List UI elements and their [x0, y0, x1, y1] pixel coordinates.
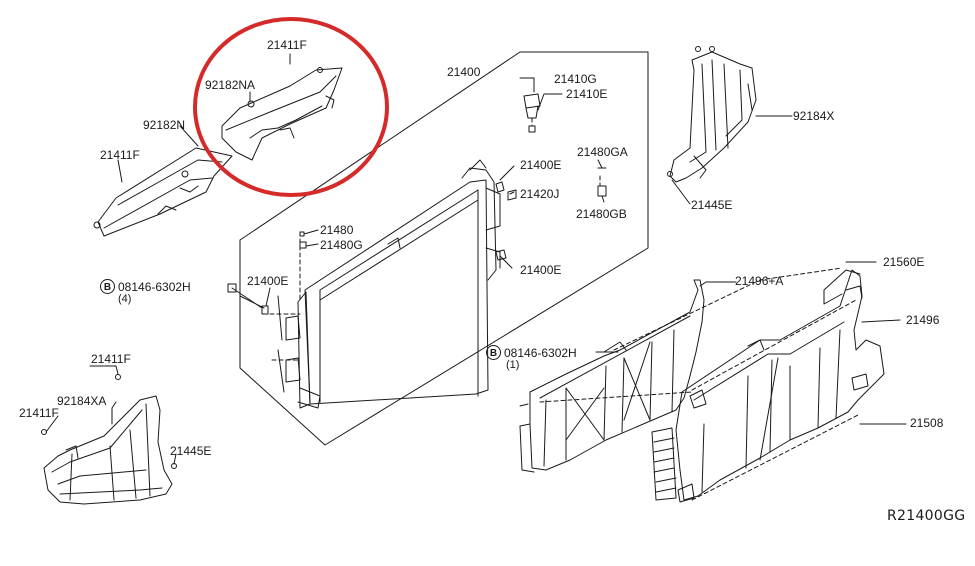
label-21400E-c: 21400E [247, 274, 289, 288]
label-21411F-low2: 21411F [19, 406, 59, 420]
label-21410G: 21410G [554, 72, 597, 86]
lower-air-guide-92184xa [41, 374, 177, 505]
upper-air-guide-92182na [221, 67, 343, 161]
label-21508: 21508 [910, 416, 944, 430]
label-21411F-top: 21411F [267, 38, 307, 52]
label-21480G: 21480G [320, 238, 363, 252]
label-21411F-low1: 21411F [91, 352, 131, 366]
diagram-code: R21400GG [887, 508, 966, 524]
label-92182NA: 92182NA [205, 78, 256, 92]
radiator-support-21496 [675, 269, 885, 503]
label-21480GB: 21480GB [576, 207, 627, 221]
side-air-guide-92184x [667, 46, 757, 183]
bolt-symbol-b2: B [486, 345, 501, 360]
radiator-small-parts [227, 93, 607, 315]
label-21445E-right: 21445E [691, 198, 733, 212]
label-21480: 21480 [320, 223, 354, 237]
label-21411F-left: 21411F [100, 148, 140, 162]
label-21560E: 21560E [883, 255, 925, 269]
bolt-qty-b1: (4) [118, 293, 132, 305]
leader-lines [45, 53, 907, 465]
corrugated-seal [651, 427, 677, 501]
assembly-outline [239, 51, 649, 446]
label-21445E-low: 21445E [170, 444, 212, 458]
label-92182N: 92182N [143, 118, 186, 132]
radiator-core [285, 159, 501, 409]
alignment-dashes [269, 117, 861, 501]
bolt-part-b2: 08146-6302H [504, 346, 577, 360]
highlight-circle [193, 17, 389, 197]
label-21480GA: 21480GA [577, 145, 628, 159]
label-21400: 21400 [447, 65, 481, 79]
label-21496A: 21496+A [735, 274, 784, 288]
label-92184XA: 92184XA [57, 394, 107, 408]
label-21420J: 21420J [520, 187, 560, 201]
bolt-symbol-b1: B [100, 279, 115, 294]
label-92184X: 92184X [793, 109, 835, 123]
label-21400E-a: 21400E [520, 158, 562, 172]
bolt-part-b1: 08146-6302H [118, 280, 191, 294]
label-21410E: 21410E [566, 87, 608, 101]
air-guide-front-21496a [519, 279, 705, 473]
bolt-qty-b2: (1) [506, 359, 520, 371]
label-21400E-b: 21400E [520, 263, 562, 277]
label-21496: 21496 [906, 313, 940, 327]
